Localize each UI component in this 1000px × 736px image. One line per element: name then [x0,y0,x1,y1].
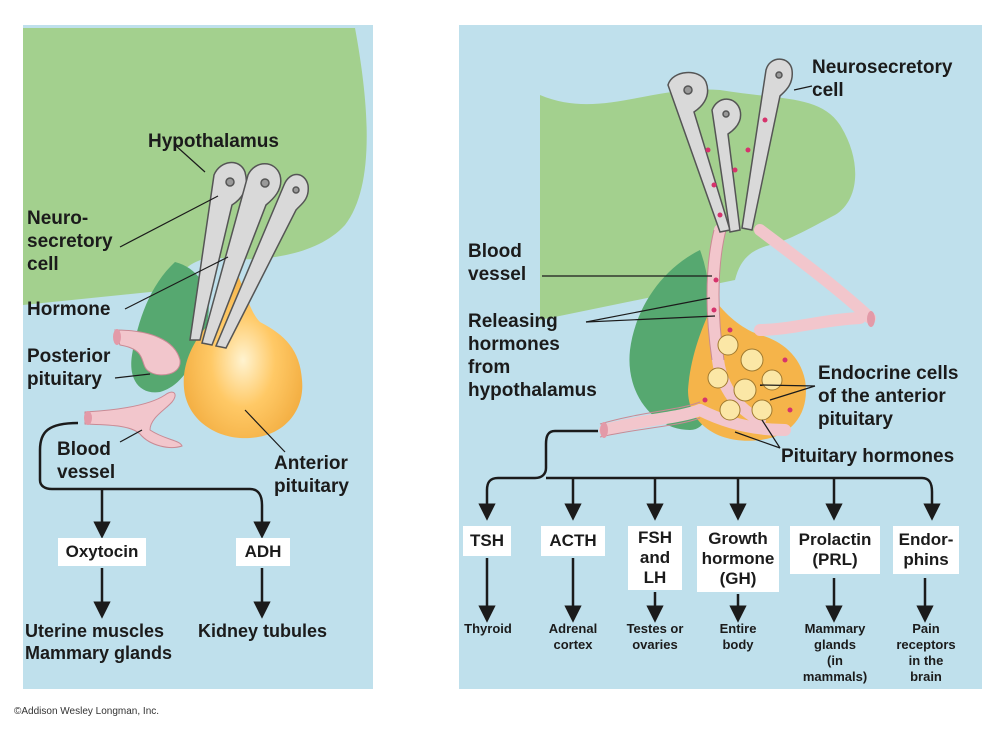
hormone-endorphins: Endor- phins [893,526,959,574]
right-neurosecretory-cells [667,58,793,233]
right-leader-lines [542,85,816,449]
copyright-notice: ©Addison Wesley Longman, Inc. [14,706,160,717]
hormone-acth: ACTH [541,526,605,556]
target-mammary-glands: Mammary glands (in mammals) [802,621,868,684]
label-blood-vessel-right: Blood vessel [468,241,527,285]
right-portal-vessels [599,224,876,436]
hormone-growth-hormone: Growth hormone (GH) [697,526,779,592]
hormone-oxytocin: Oxytocin [58,538,146,566]
left-arrows [38,421,271,619]
right-arrows [478,429,941,623]
right-anterior-pituitary [688,300,806,441]
label-anterior-pituitary: Anterior pituitary [274,453,349,497]
right-vessel-opening [600,422,608,438]
left-blood-vessels [84,329,183,448]
right-hormone-dots [702,117,793,413]
label-endocrine-cells: Endocrine cells of the anterior pituitar… [818,363,959,430]
target-adrenal-cortex: Adrenal cortex [548,621,598,652]
hormone-prolactin: Prolactin (PRL) [790,526,880,574]
label-blood-vessel: Blood vessel [57,439,116,483]
left-leader-lines [114,144,286,453]
target-kidney-tubules: Kidney tubules [198,621,328,641]
right-vessel-opening-2 [867,311,875,327]
label-neurosecretory-cell-right: Neurosecretory cell [812,57,953,101]
target-thyroid: Thyroid [464,621,512,636]
label-releasing-hormones: Releasing hormones from hypothalamus [468,311,597,401]
target-pain-receptors: Pain receptors in the brain [896,621,956,684]
label-hypothalamus: Hypothalamus [148,131,279,152]
right-portal-vessels-outline [599,229,727,438]
target-entire-body: Entire body [719,621,757,652]
label-pituitary-hormones: Pituitary hormones [781,446,955,467]
hormone-adh: ADH [236,538,290,566]
label-posterior-pituitary: Posterior pituitary [27,346,111,390]
right-endocrine-cells [707,334,783,421]
target-uterine-mammary: Uterine muscles Mammary glands [25,621,173,663]
right-hypothalamus [540,89,856,321]
hormone-tsh: TSH [463,526,511,556]
left-neurosecretory-cells [189,161,309,349]
label-hormone: Hormone [27,299,111,320]
target-testes-ovaries: Testes or ovaries [626,621,684,652]
hormone-fsh-lh: FSH and LH [628,526,682,590]
label-neurosecretory-cell: Neuro- secretory cell [27,208,113,275]
